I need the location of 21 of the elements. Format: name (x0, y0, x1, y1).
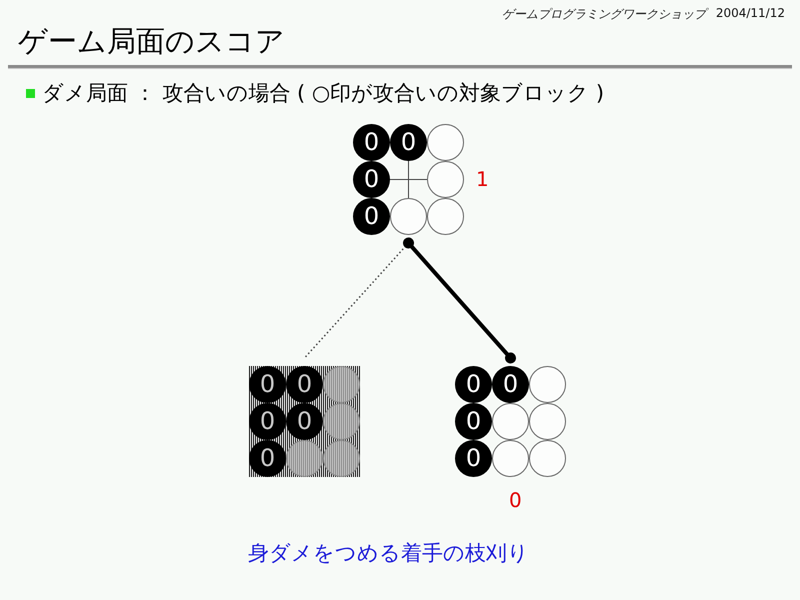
go-stone: 0 (353, 161, 390, 198)
go-stone: 0 (353, 198, 390, 235)
score-label: 0 (509, 488, 522, 512)
header-text: ゲームプログラミングワークショップ (502, 6, 706, 23)
date-text: 2004/11/12 (716, 6, 785, 20)
go-stone: 0 (286, 366, 323, 403)
caption-text: 身ダメをつめる着手の枝刈り (248, 540, 529, 567)
go-stone: 0 (249, 366, 286, 403)
branch-line (403, 238, 516, 364)
go-stone: 0 (492, 366, 529, 403)
go-stone: 0 (390, 124, 427, 161)
score-label: 1 (476, 167, 489, 191)
go-stone: 0 (286, 403, 323, 440)
go-stone: 0 (455, 440, 492, 477)
go-stone: 0 (249, 440, 286, 477)
go-stone: 0 (249, 403, 286, 440)
bullet-text: ダメ局面 ： 攻合いの場合 ( ○印が攻合いの対象ブロック ) (42, 80, 604, 107)
go-stone: 0 (455, 403, 492, 440)
slide-title: ゲーム局面のスコア (18, 23, 285, 60)
go-stone: 0 (353, 124, 390, 161)
go-stone: 0 (455, 366, 492, 403)
